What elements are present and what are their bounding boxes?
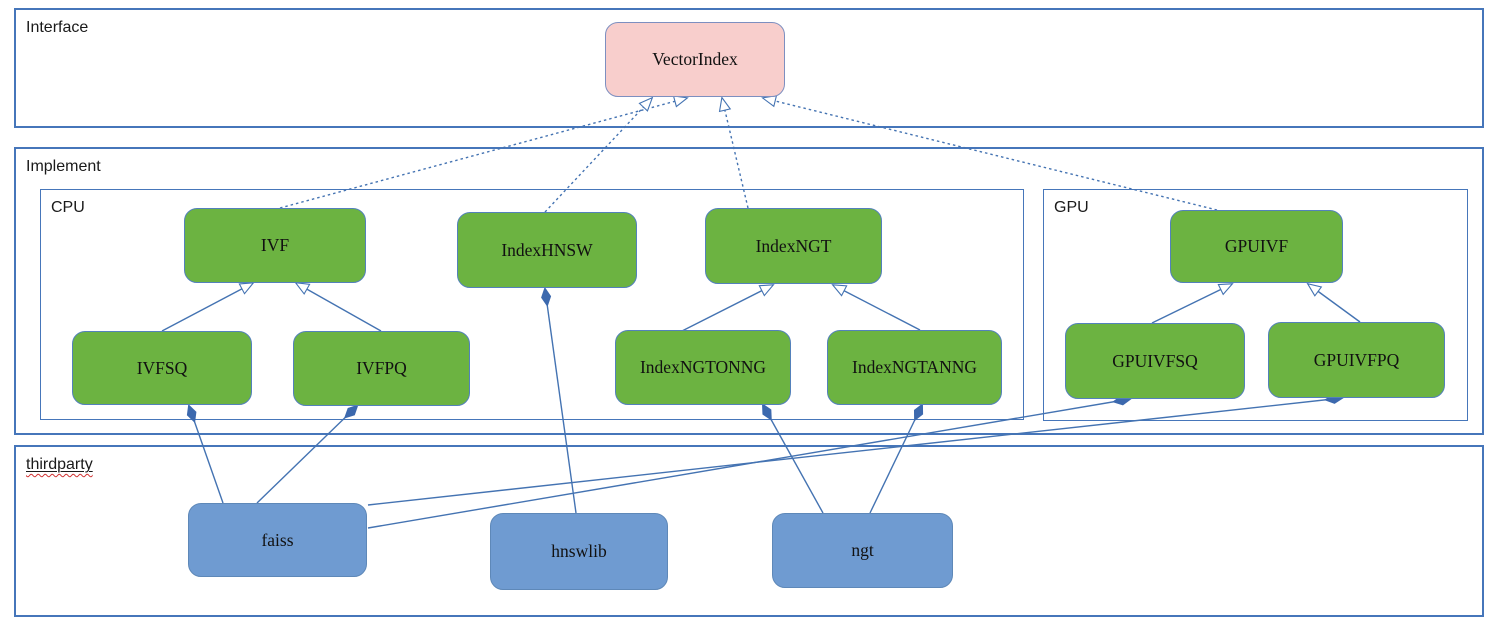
- node-ivf-label: IVF: [260, 235, 290, 255]
- node-indexhnsw[interactable]: IndexHNSW: [457, 212, 637, 288]
- node-indexhnsw-label: IndexHNSW: [501, 239, 593, 260]
- container-thirdparty-label: thirdparty: [26, 456, 93, 474]
- node-gpuivfsq-label: GPUIVFSQ: [1112, 350, 1198, 371]
- container-thirdparty-text: thirdparty: [26, 456, 93, 473]
- node-ivfsq-label: IVFSQ: [136, 357, 188, 378]
- node-indexngtonng[interactable]: IndexNGTONNG: [615, 330, 791, 405]
- node-ivf[interactable]: IVF: [184, 208, 366, 283]
- node-ngt[interactable]: ngt: [772, 513, 953, 588]
- node-indexngt-label: IndexNGT: [755, 235, 832, 256]
- node-indexngt[interactable]: IndexNGT: [705, 208, 882, 284]
- container-interface[interactable]: Interface: [14, 8, 1484, 128]
- node-ngt-label: ngt: [851, 540, 874, 560]
- node-vectorindex[interactable]: VectorIndex: [605, 22, 785, 97]
- node-vectorindex-label: VectorIndex: [652, 49, 738, 69]
- node-hnswlib[interactable]: hnswlib: [490, 513, 668, 590]
- node-faiss[interactable]: faiss: [188, 503, 367, 577]
- container-gpu-label: GPU: [1054, 199, 1089, 216]
- node-indexngtanng-label: IndexNGTANNG: [852, 357, 977, 377]
- node-gpuivfpq[interactable]: GPUIVFPQ: [1268, 322, 1445, 398]
- node-gpuivf[interactable]: GPUIVF: [1170, 210, 1343, 283]
- node-gpuivfsq[interactable]: GPUIVFSQ: [1065, 323, 1245, 399]
- node-indexngtanng[interactable]: IndexNGTANNG: [827, 330, 1002, 405]
- node-hnswlib-label: hnswlib: [551, 541, 607, 561]
- node-indexngtonng-label: IndexNGTONNG: [639, 357, 767, 377]
- node-gpuivf-label: GPUIVF: [1224, 236, 1289, 256]
- node-faiss-label: faiss: [261, 529, 294, 550]
- node-ivfpq-label: IVFPQ: [356, 358, 407, 378]
- node-ivfpq[interactable]: IVFPQ: [293, 331, 470, 406]
- container-interface-label: Interface: [26, 19, 89, 36]
- node-gpuivfpq-label: GPUIVFPQ: [1313, 349, 1400, 370]
- node-ivfsq[interactable]: IVFSQ: [72, 331, 252, 405]
- container-cpu-label: CPU: [51, 199, 85, 216]
- container-implement-label: Implement: [26, 158, 101, 175]
